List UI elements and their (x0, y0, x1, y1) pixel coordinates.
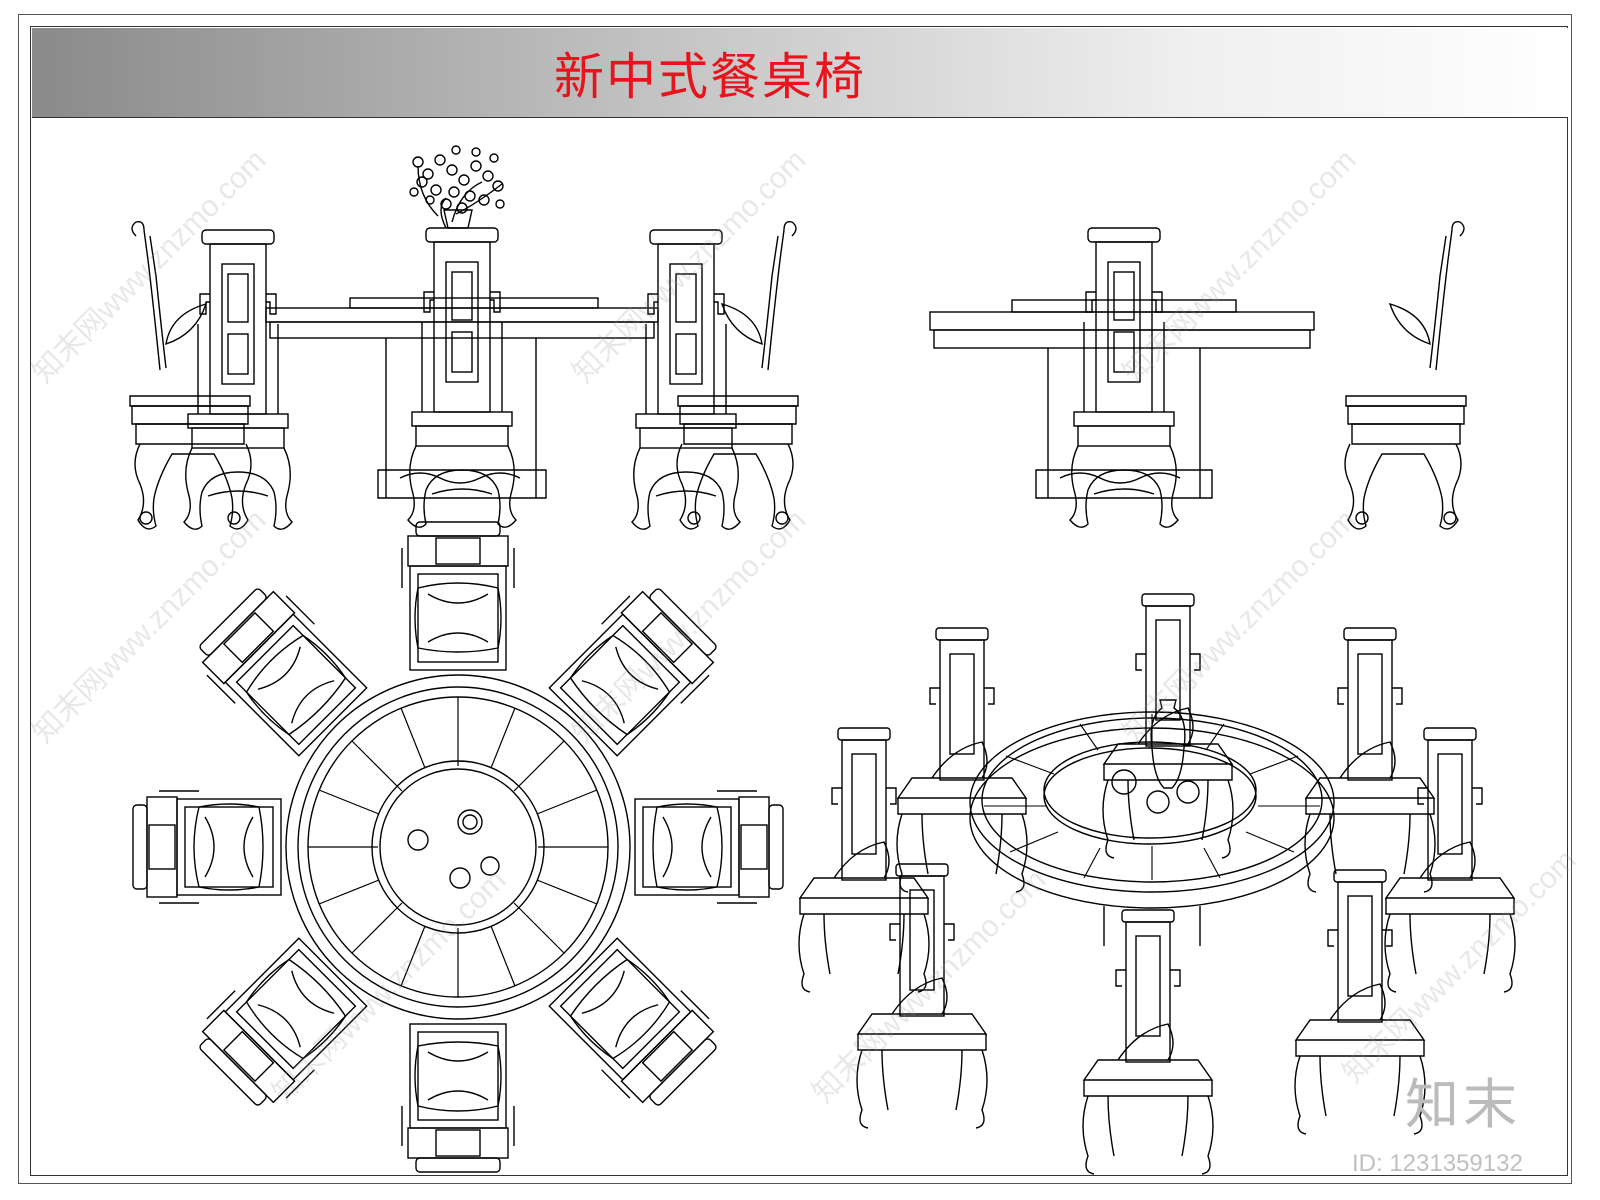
title-bar: 新中式餐桌椅 (32, 28, 1568, 118)
page-title: 新中式餐桌椅 (554, 47, 866, 106)
plant-vase (409, 145, 505, 229)
outer-frame (18, 14, 1572, 1184)
id-label: ID: 1231359132 (1352, 1150, 1523, 1177)
plan-view (132, 521, 784, 1173)
perspective-view (798, 593, 1516, 1175)
side-elevation-view (929, 220, 1467, 530)
brand-logo-text: 知末 (1405, 1073, 1521, 1136)
inner-frame (30, 26, 1568, 1176)
front-elevation-view (129, 145, 799, 530)
